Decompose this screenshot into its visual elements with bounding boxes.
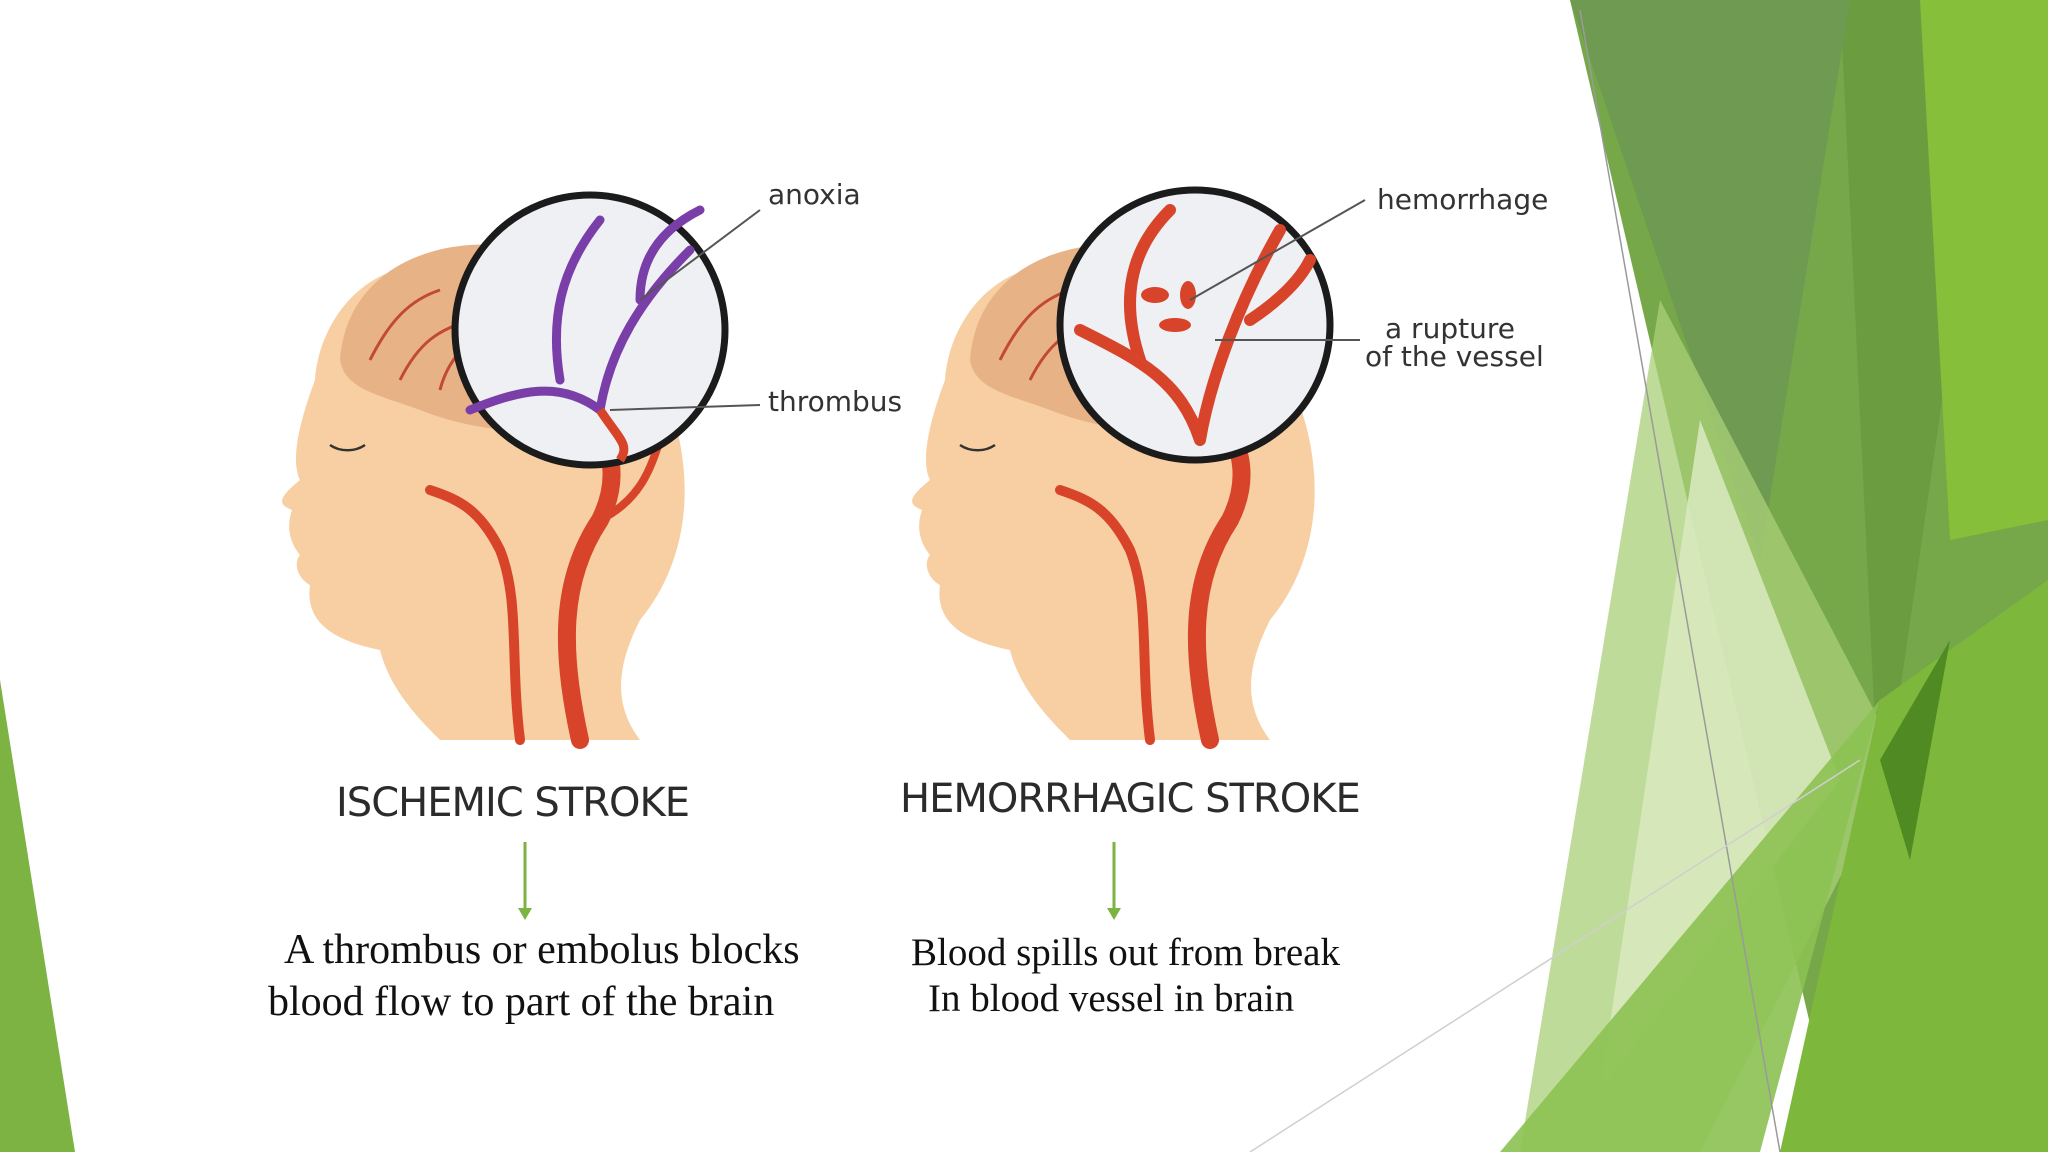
down-arrow-icon: [515, 842, 535, 922]
down-arrow-icon: [1104, 842, 1124, 922]
hemorrhagic-title: HEMORRHAGIC STROKE: [900, 776, 1360, 822]
rupture-label-line2: of the vessel: [1365, 340, 1544, 373]
ischemic-title: ISCHEMIC STROKE: [336, 780, 689, 826]
ischemic-caption-line1: A thrombus or embolus blocks: [284, 926, 800, 974]
anoxia-label: anoxia: [768, 178, 861, 211]
ischemic-caption-line2: blood flow to part of the brain: [268, 978, 774, 1026]
hemorrhage-label: hemorrhage: [1377, 183, 1548, 216]
thrombus-label: thrombus: [768, 385, 902, 418]
hemorrhagic-caption-line1: Blood spills out from break: [911, 930, 1340, 975]
hemorrhagic-caption-line2: In blood vessel in brain: [928, 976, 1294, 1021]
